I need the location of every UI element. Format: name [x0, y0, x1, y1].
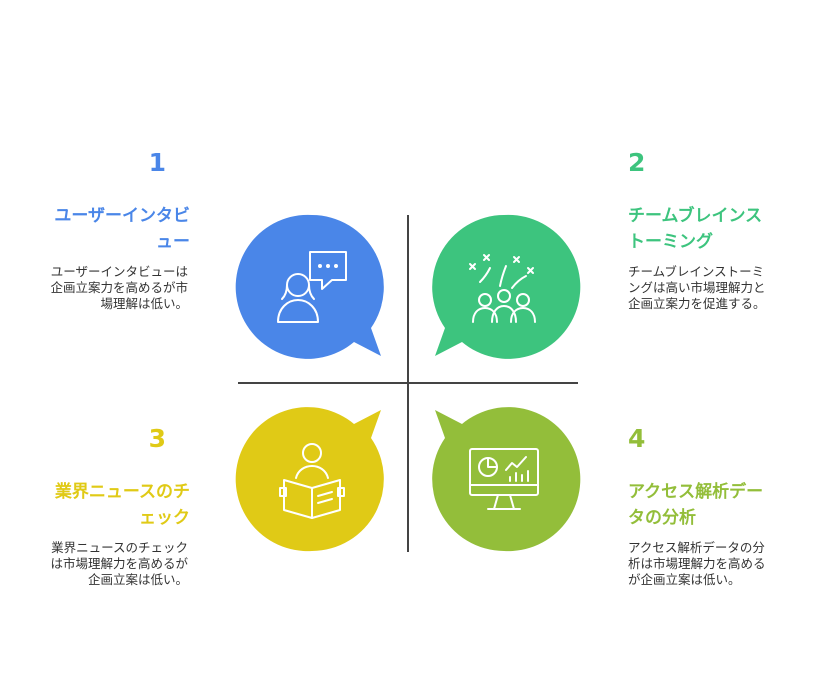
team-brainstorm-icon [469, 254, 536, 323]
quadrant-2-title: チームブレインストーミング [628, 206, 763, 252]
quadrant-1-number: 1 [148, 148, 166, 177]
bubble-3 [235, 407, 384, 552]
quadrant-1-description: ユーザーインタビューは企画立案力を高めるが市場理解は低い。 [50, 264, 188, 311]
quadrant-4-title: アクセス解析データの分析 [628, 482, 764, 528]
quadrant-4-description: アクセス解析データの分析は市場理解力を高めるが企画立案は低い。 [628, 540, 766, 587]
bubble-2 [432, 214, 581, 359]
analytics-monitor-icon [469, 448, 539, 510]
person-speech-bubble-icon [277, 251, 347, 323]
bubble-1 [235, 214, 384, 359]
quadrant-2-description: チームブレインストーミングは高い市場理解力と企画立案力を促進する。 [628, 264, 766, 311]
quadrant-4-number: 4 [628, 424, 646, 453]
bubble-4 [432, 407, 581, 552]
quadrant-3-number: 3 [148, 424, 166, 453]
quadrant-1-title: ユーザーインタビュー [54, 206, 190, 252]
quadrant-2-number: 2 [628, 148, 646, 177]
quadrant-3-title: 業界ニュースのチェック [54, 482, 190, 528]
person-reading-icon [279, 443, 345, 519]
quadrant-3-description: 業界ニュースのチェックは市場理解力を高めるが企画立案は低い。 [50, 540, 188, 587]
